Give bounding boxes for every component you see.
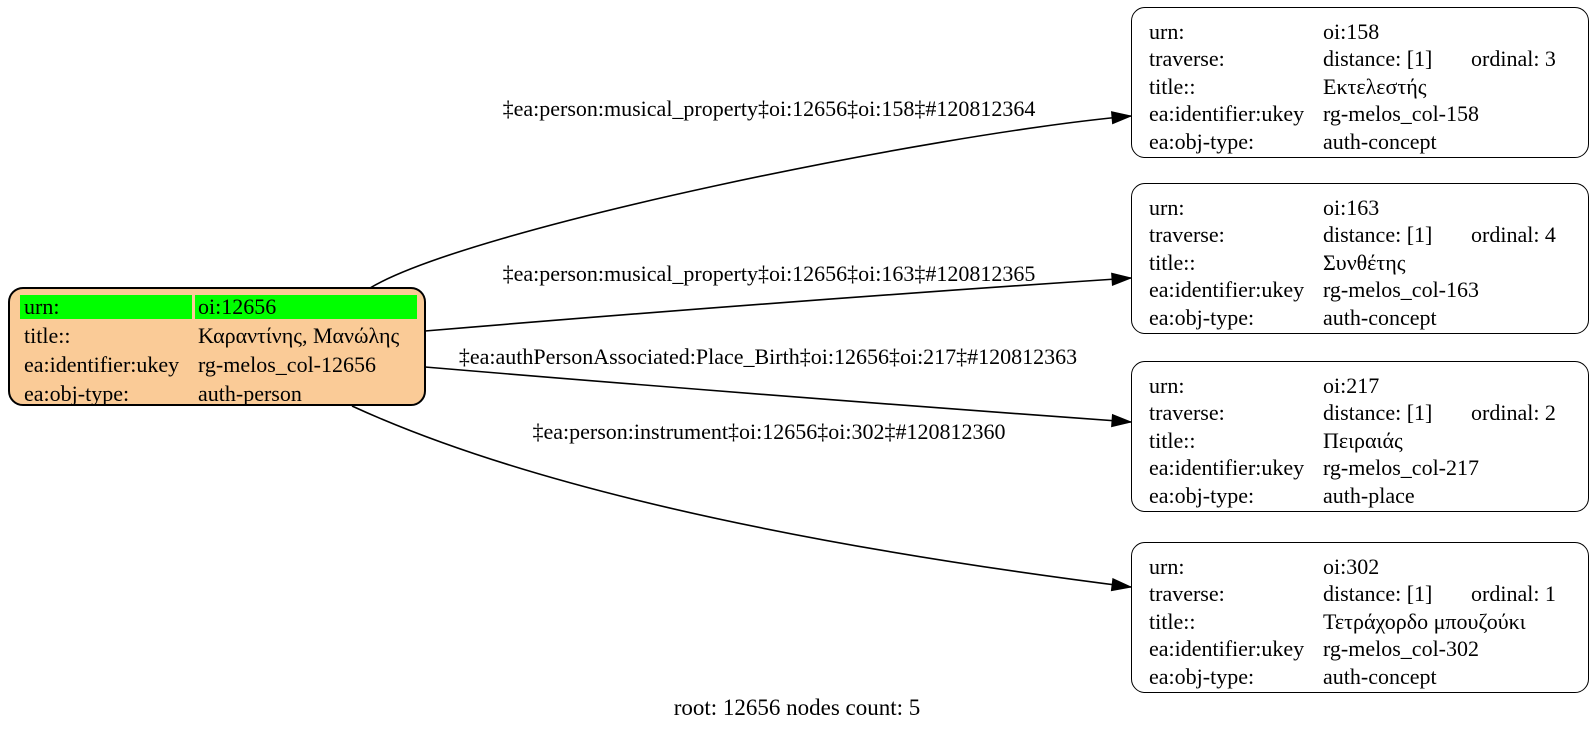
node-oi-158[interactable]: urn: oi:158 traverse: distance: [1] ordi… <box>1131 7 1589 158</box>
root-urn-label: urn: <box>20 294 192 319</box>
node-row-ukey: ea:identifier:ukey rg-melos_col-158 <box>1132 101 1588 129</box>
objtype-label: ea:obj-type: <box>1149 304 1255 330</box>
ukey-value: rg-melos_col-163 <box>1323 277 1480 303</box>
ukey-label: ea:identifier:ukey <box>1149 636 1305 662</box>
edge-musical-property-158 <box>369 111 1133 289</box>
node-row-objtype: ea:obj-type: auth-place <box>1132 482 1588 510</box>
objtype-label: ea:obj-type: <box>1149 482 1255 508</box>
urn-value: oi:158 <box>1323 18 1380 44</box>
urn-label: urn: <box>1149 194 1185 220</box>
distance-value: distance: [1] <box>1323 222 1433 248</box>
distance-value: distance: [1] <box>1323 46 1433 72</box>
node-row-urn: urn: oi:217 <box>1132 372 1588 400</box>
title-label: title:: <box>1149 427 1196 453</box>
node-row-title: title:: Τετράχορδο μπουζούκι <box>1132 608 1588 636</box>
root-row-title: title:: Καραντίνης, Μανώλης <box>10 321 424 350</box>
title-label: title:: <box>1149 249 1196 275</box>
node-row-traverse: traverse: distance: [1] ordinal: 2 <box>1132 400 1588 428</box>
root-ukey-label: ea:identifier:ukey <box>24 351 180 377</box>
traverse-label: traverse: <box>1149 400 1225 426</box>
title-value: Τετράχορδο μπουζούκι <box>1323 608 1526 634</box>
urn-value: oi:163 <box>1323 194 1380 220</box>
node-row-urn: urn: oi:158 <box>1132 18 1588 46</box>
edge-label-musical-property-158: ‡ea:person:musical_property‡oi:12656‡oi:… <box>502 96 1036 121</box>
urn-value: oi:302 <box>1323 553 1380 579</box>
node-row-traverse: traverse: distance: [1] ordinal: 3 <box>1132 46 1588 74</box>
title-value: Πειραιάς <box>1323 427 1403 453</box>
root-row-urn: urn: oi:12656 <box>10 292 424 321</box>
root-title-value: Καραντίνης, Μανώλης <box>198 322 400 348</box>
node-row-objtype: ea:obj-type: auth-concept <box>1132 304 1588 332</box>
root-row-objtype: ea:obj-type: auth-person <box>10 379 424 408</box>
objtype-label: ea:obj-type: <box>1149 663 1255 689</box>
ordinal-value: ordinal: 2 <box>1471 400 1556 426</box>
traverse-label: traverse: <box>1149 581 1225 607</box>
edge-label-place-birth-217: ‡ea:authPersonAssociated:Place_Birth‡oi:… <box>458 344 1078 369</box>
ukey-value: rg-melos_col-302 <box>1323 636 1480 662</box>
distance-value: distance: [1] <box>1323 400 1433 426</box>
objtype-value: auth-concept <box>1323 128 1437 154</box>
graph-caption: root: 12656 nodes count: 5 <box>673 695 921 720</box>
node-row-ukey: ea:identifier:ukey rg-melos_col-163 <box>1132 277 1588 305</box>
ukey-label: ea:identifier:ukey <box>1149 455 1305 481</box>
objtype-label: ea:obj-type: <box>1149 128 1255 154</box>
ukey-value: rg-melos_col-158 <box>1323 101 1480 127</box>
edge-musical-property-163 <box>424 272 1133 332</box>
traverse-label: traverse: <box>1149 222 1225 248</box>
objtype-value: auth-place <box>1323 482 1415 508</box>
urn-label: urn: <box>1149 553 1185 579</box>
ukey-value: rg-melos_col-217 <box>1323 455 1480 481</box>
title-label: title:: <box>1149 608 1196 634</box>
urn-label: urn: <box>1149 372 1185 398</box>
node-row-traverse: traverse: distance: [1] ordinal: 4 <box>1132 222 1588 250</box>
title-value: Συνθέτης <box>1323 249 1406 275</box>
title-label: title:: <box>1149 73 1196 99</box>
distance-value: distance: [1] <box>1323 581 1433 607</box>
node-row-urn: urn: oi:163 <box>1132 194 1588 222</box>
root-node-rows: urn: oi:12656 title:: Καραντίνης, Μανώλη… <box>10 289 424 408</box>
root-node[interactable]: urn: oi:12656 title:: Καραντίνης, Μανώλη… <box>8 287 426 406</box>
edge-instrument-302 <box>351 405 1133 592</box>
node-row-objtype: ea:obj-type: auth-concept <box>1132 128 1588 156</box>
root-title-label: title:: <box>24 322 71 348</box>
node-row-ukey: ea:identifier:ukey rg-melos_col-217 <box>1132 455 1588 483</box>
node-row-traverse: traverse: distance: [1] ordinal: 1 <box>1132 581 1588 609</box>
node-row-ukey: ea:identifier:ukey rg-melos_col-302 <box>1132 636 1588 664</box>
root-row-ukey: ea:identifier:ukey rg-melos_col-12656 <box>10 350 424 379</box>
node-oi-217[interactable]: urn: oi:217 traverse: distance: [1] ordi… <box>1131 361 1589 512</box>
edge-place-birth-217 <box>424 366 1133 428</box>
root-ukey-value: rg-melos_col-12656 <box>198 351 377 377</box>
title-value: Εκτελεστής <box>1323 73 1427 99</box>
ukey-label: ea:identifier:ukey <box>1149 277 1305 303</box>
traverse-label: traverse: <box>1149 46 1225 72</box>
root-objtype-label: ea:obj-type: <box>24 380 130 406</box>
objtype-value: auth-concept <box>1323 304 1437 330</box>
node-oi-302[interactable]: urn: oi:302 traverse: distance: [1] ordi… <box>1131 542 1589 693</box>
ordinal-value: ordinal: 4 <box>1471 222 1556 248</box>
edge-label-musical-property-163: ‡ea:person:musical_property‡oi:12656‡oi:… <box>502 261 1036 286</box>
node-row-title: title:: Εκτελεστής <box>1132 73 1588 101</box>
node-row-title: title:: Συνθέτης <box>1132 249 1588 277</box>
objtype-value: auth-concept <box>1323 663 1437 689</box>
node-row-urn: urn: oi:302 <box>1132 553 1588 581</box>
ordinal-value: ordinal: 1 <box>1471 581 1556 607</box>
ukey-label: ea:identifier:ukey <box>1149 101 1305 127</box>
edge-label-instrument-302: ‡ea:person:instrument‡oi:12656‡oi:302‡#1… <box>532 419 1006 444</box>
node-row-objtype: ea:obj-type: auth-concept <box>1132 663 1588 691</box>
node-row-title: title:: Πειραιάς <box>1132 427 1588 455</box>
ordinal-value: ordinal: 3 <box>1471 46 1556 72</box>
urn-value: oi:217 <box>1323 372 1380 398</box>
root-urn-value: oi:12656 <box>195 294 417 319</box>
urn-label: urn: <box>1149 18 1185 44</box>
node-oi-163[interactable]: urn: oi:163 traverse: distance: [1] ordi… <box>1131 183 1589 334</box>
root-objtype-value: auth-person <box>198 380 302 406</box>
